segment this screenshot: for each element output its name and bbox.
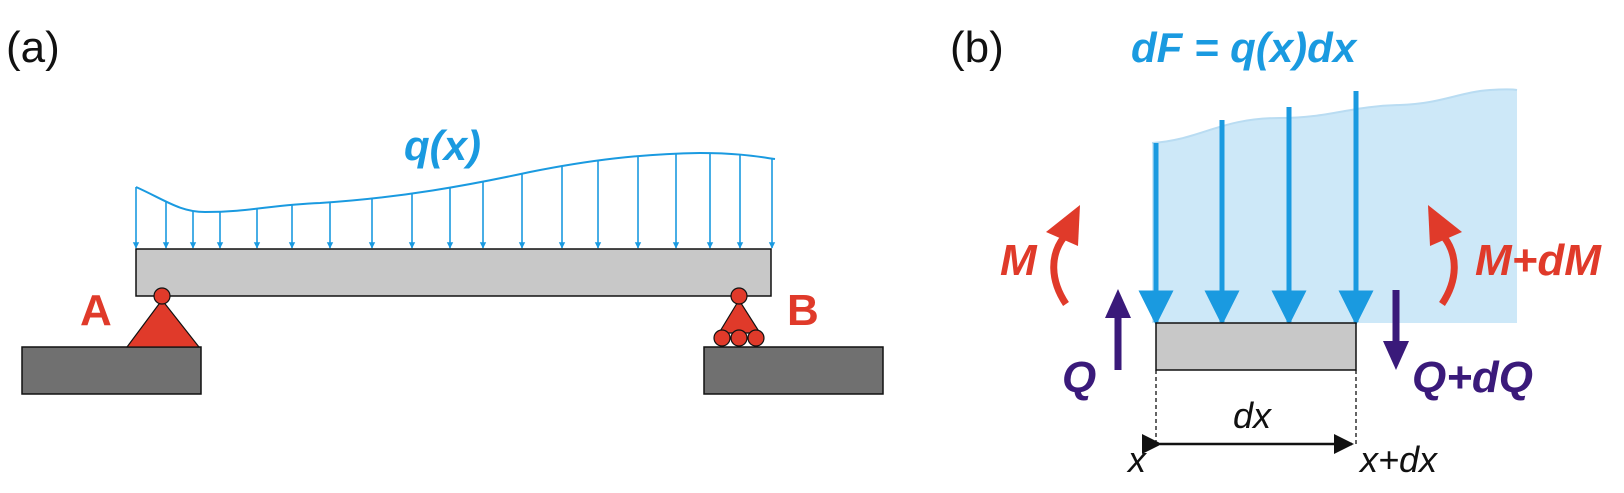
moment-arrowhead-right [1428, 205, 1462, 246]
x-right-label: x+dx [1358, 439, 1439, 480]
support-a-label: A [80, 286, 112, 335]
roller-wheel-3 [747, 329, 765, 347]
beam [135, 248, 772, 297]
pin-support-a [125, 299, 201, 348]
distributed-load-curve [135, 151, 776, 214]
moment-arc-right [1439, 234, 1458, 306]
moment-left-label: M [1000, 236, 1038, 285]
force-equation: dF = q(x)dx [1131, 24, 1358, 71]
roller-wheel-1 [713, 329, 731, 347]
moment-arc-left [1050, 234, 1069, 306]
shear-arrowhead-right [1383, 341, 1409, 370]
panel-b-label: (b) [950, 23, 1004, 72]
support-b-label: B [787, 286, 819, 335]
x-left-label: x [1126, 439, 1148, 480]
moment-arrowhead-left [1046, 205, 1080, 246]
roller-hinge-b [730, 287, 748, 305]
right-ground-block [703, 346, 884, 395]
width-label: dx [1233, 395, 1273, 436]
roller-wheel-2 [730, 329, 748, 347]
roller-support-b [717, 298, 762, 334]
panel-a-label: (a) [6, 23, 60, 72]
shear-right-label: Q+dQ [1412, 353, 1533, 402]
shear-left-label: Q [1062, 353, 1096, 402]
moment-right-label: M+dM [1475, 236, 1602, 285]
pin-hinge-a [153, 287, 171, 305]
shear-arrowhead-left [1105, 289, 1131, 318]
distributed-load-arrows [132, 153, 776, 249]
left-ground-block [21, 346, 202, 395]
load-label: q(x) [404, 122, 481, 169]
beam-element [1155, 322, 1357, 371]
load-region [1152, 89, 1517, 323]
